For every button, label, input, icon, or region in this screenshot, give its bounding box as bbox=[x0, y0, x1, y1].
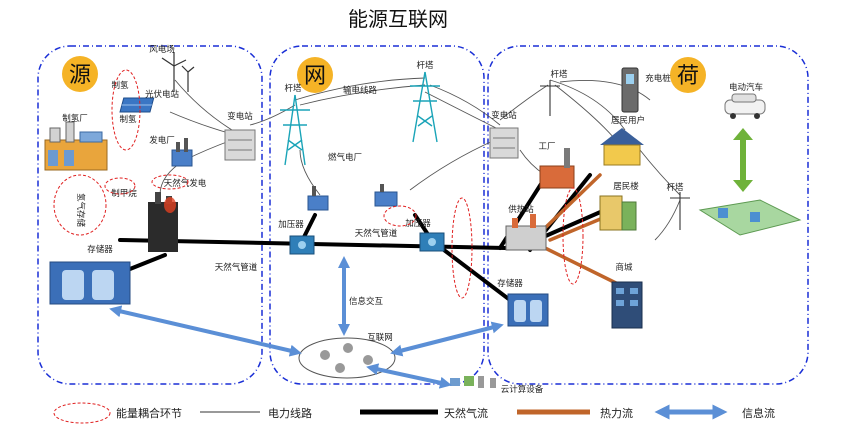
page-title: 能源互联网 bbox=[348, 7, 448, 31]
badge-load-label: 荷 bbox=[677, 64, 699, 89]
label-tower-right-top: 杆塔 bbox=[550, 69, 568, 80]
badge-load bbox=[670, 57, 706, 93]
label-hydrogen-2: 制氢 bbox=[119, 114, 137, 125]
legend-swatch-coupling bbox=[53, 402, 111, 424]
resident-building-icon bbox=[599, 195, 637, 231]
label-cloud-devices: 云计算设备 bbox=[501, 384, 544, 395]
badge-source-label: 源 bbox=[69, 63, 91, 88]
smart-city-icon bbox=[698, 199, 802, 236]
wind-turbine-icon bbox=[161, 52, 195, 92]
region-load bbox=[487, 45, 809, 385]
transmission-tower-mid-icon bbox=[410, 71, 440, 143]
label-tower-mid: 杆塔 bbox=[416, 60, 434, 71]
factory-icon bbox=[539, 148, 575, 189]
label-compressor-right: 加压器 bbox=[405, 218, 431, 229]
tower-right-top-icon bbox=[540, 80, 560, 116]
label-solar-station: 光伏电站 bbox=[145, 89, 180, 100]
label-internet: 互联网 bbox=[367, 333, 393, 343]
label-gas-plant: 燃气电厂 bbox=[328, 152, 362, 163]
substation-left-icon bbox=[224, 129, 256, 161]
label-transmission-line: 输电线路 bbox=[343, 85, 378, 96]
label-storage-left: 存储器 bbox=[87, 244, 113, 255]
label-storage-right: 存储器 bbox=[497, 278, 523, 289]
info-flow-arrows bbox=[109, 256, 504, 389]
methanation-unit-icon bbox=[148, 192, 178, 252]
storage-left-icon bbox=[49, 261, 131, 305]
badge-grid-label: 网 bbox=[304, 64, 326, 89]
label-hydrogen-1: 制氢 bbox=[111, 80, 129, 91]
badge-source bbox=[62, 56, 98, 92]
gas-plant-icon bbox=[307, 186, 329, 211]
hydrogen-plant-icon bbox=[44, 121, 108, 171]
mall-icon bbox=[611, 281, 643, 329]
label-charging-pile: 充电桩 bbox=[645, 73, 671, 84]
substation-right-icon bbox=[489, 127, 519, 159]
label-factory: 工厂 bbox=[538, 142, 555, 152]
storage-right-icon bbox=[507, 293, 549, 327]
transmission-tower-left-icon bbox=[280, 94, 310, 166]
legend-label-power-line: 电力线路 bbox=[268, 406, 312, 420]
label-resident-building: 居民楼 bbox=[613, 181, 639, 192]
label-info-exchange: 信息交互 bbox=[349, 296, 384, 307]
coupling-rings bbox=[53, 69, 584, 299]
label-gas-pipe-mid: 天然气管道 bbox=[355, 228, 398, 239]
compressor-left-icon bbox=[289, 235, 315, 255]
label-hydrogen-plant: 制氢厂 bbox=[62, 113, 88, 124]
badge-grid bbox=[297, 57, 333, 93]
electric-car-icon bbox=[724, 93, 766, 119]
legend-label-coupling: 能量耦合环节 bbox=[116, 406, 182, 420]
label-wind-farm: 风电场 bbox=[149, 44, 175, 55]
legend-label-info-flow: 信息流 bbox=[742, 406, 775, 420]
region-source bbox=[37, 45, 263, 385]
ev-arrow-head-up bbox=[733, 128, 753, 140]
resident-house-icon bbox=[600, 128, 644, 166]
legend: 能量耦合环节 电力线路 天然气流 热力流 信息流 bbox=[53, 402, 775, 424]
label-substation-right: 变电站 bbox=[491, 110, 517, 121]
label-hydrogen-storage: 氢气存储 bbox=[75, 193, 86, 228]
tower-right-icon bbox=[670, 192, 690, 230]
label-heat-station: 供热站 bbox=[508, 204, 534, 215]
internet-cloud-icon bbox=[298, 337, 396, 379]
label-substation-left: 变电站 bbox=[227, 111, 253, 122]
cloud-computing-icon bbox=[450, 376, 496, 388]
compressor-right-icon bbox=[419, 232, 445, 252]
legend-label-heat-flow: 热力流 bbox=[600, 406, 633, 420]
label-gas-power: 天然气发电 bbox=[164, 178, 207, 189]
label-tower-left: 杆塔 bbox=[284, 83, 302, 94]
power-plant-icon bbox=[171, 138, 193, 167]
label-gas-pipe-left: 天然气管道 bbox=[215, 262, 258, 273]
gas-unit-mid-icon bbox=[374, 184, 398, 207]
legend-label-gas-flow: 天然气流 bbox=[444, 406, 488, 420]
solar-panel-icon bbox=[119, 97, 155, 113]
ev-arrow-head-down bbox=[733, 180, 753, 192]
label-resident-user: 居民用户 bbox=[611, 115, 645, 126]
label-tower-right: 杆塔 bbox=[666, 182, 684, 193]
label-methanation: 制甲烷 bbox=[111, 188, 137, 199]
heat-station-icon bbox=[505, 214, 547, 251]
label-mall: 商城 bbox=[615, 262, 633, 273]
label-compressor-left: 加压器 bbox=[278, 219, 304, 230]
label-ev: 电动汽车 bbox=[729, 82, 763, 93]
label-power-plant: 发电厂 bbox=[149, 135, 175, 146]
charging-pile-icon bbox=[621, 67, 639, 113]
